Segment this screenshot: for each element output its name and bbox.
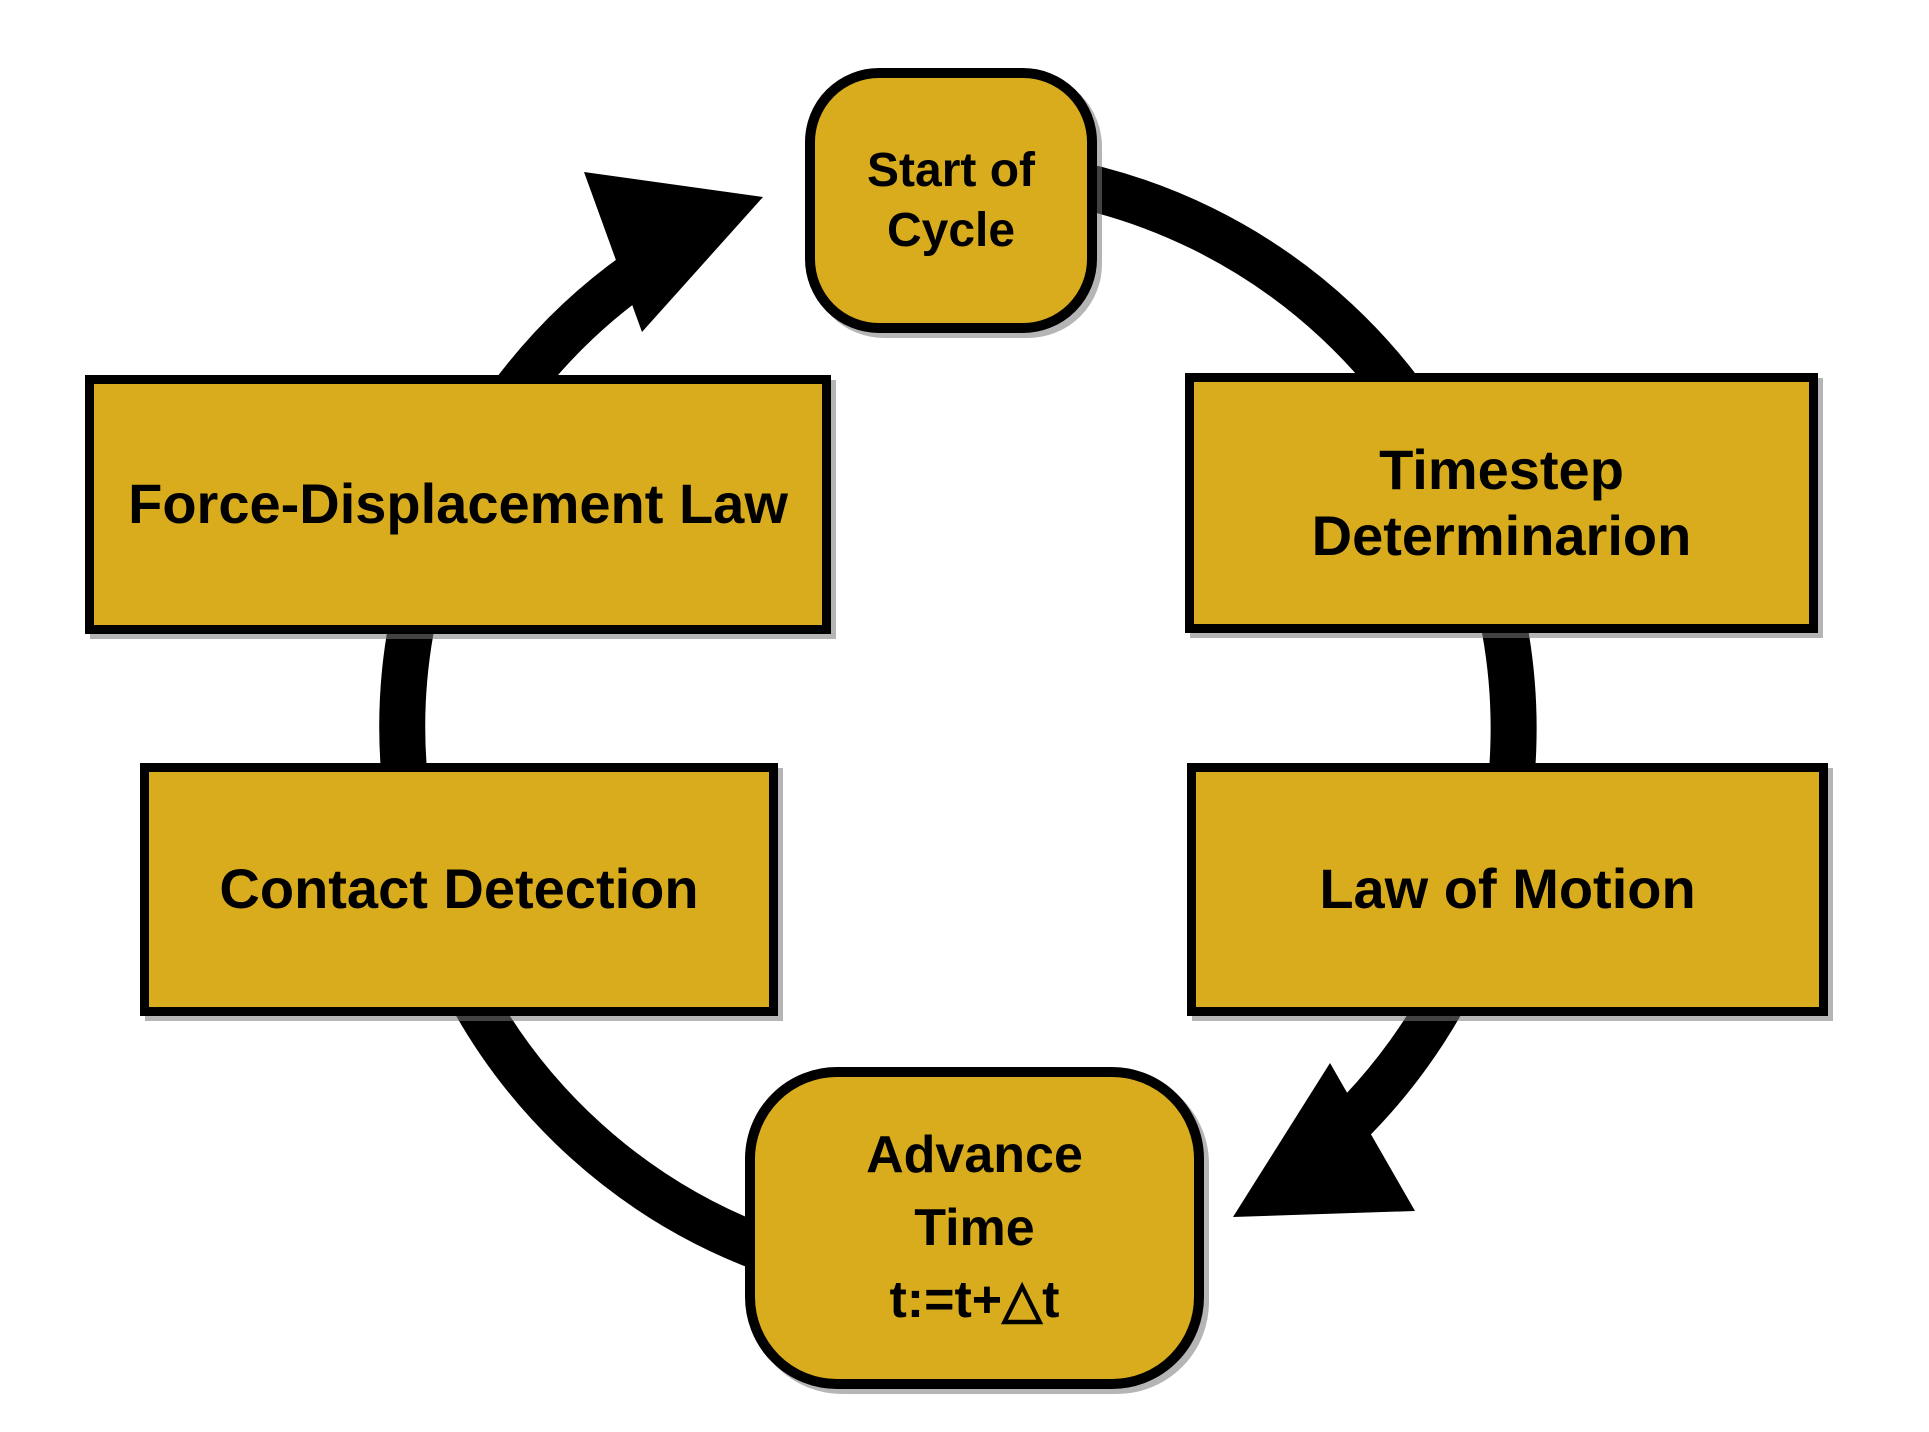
cycle-arc-right [1049, 157, 1537, 1186]
node-timestep-determination: Timestep Determinarion [1185, 373, 1818, 633]
arrowhead-to-advance-time-icon [1233, 1063, 1415, 1217]
node-force-displacement-law: Force-Displacement Law [85, 375, 831, 634]
node-law-of-motion: Law of Motion [1187, 763, 1828, 1016]
node-start-of-cycle: Start of Cycle [805, 68, 1097, 333]
node-contact-detection: Contact Detection [140, 763, 778, 1016]
node-advance-time: Advance Time t:=t+△t [745, 1067, 1204, 1389]
arrowhead-to-start-of-cycle-icon [584, 172, 763, 332]
